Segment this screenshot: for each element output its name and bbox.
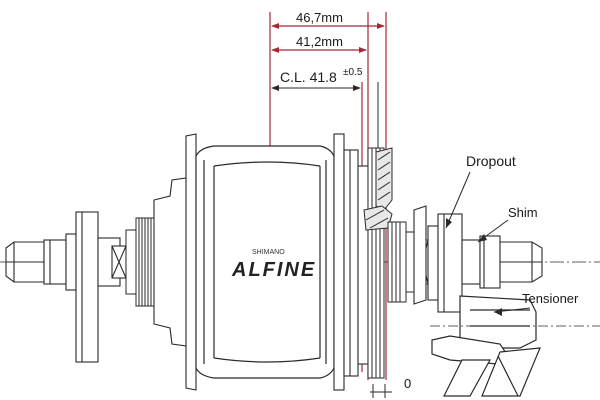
dim-arrows: [271, 23, 385, 53]
left-dropout: [75, 211, 99, 363]
dropout-leader: [445, 171, 471, 229]
dim-label-cl: C.L. 41.8: [280, 69, 337, 85]
dim-label-cl-tolerance: ±0.5: [343, 67, 363, 78]
right-flange: [333, 133, 369, 391]
dim-label-zero: 0: [404, 376, 411, 391]
dim-label-inner: 41,2mm: [296, 34, 343, 49]
callout-tensioner: Tensioner: [522, 291, 579, 306]
callout-shim: Shim: [508, 205, 538, 220]
left-locknut: [97, 237, 127, 287]
hub-shell: [195, 145, 335, 379]
brand-maker: SHIMANO: [252, 249, 285, 256]
brand-model: ALFINE: [231, 259, 316, 281]
left-flange: [153, 133, 197, 391]
sprocket: [363, 147, 393, 379]
left-axle-nut: [5, 233, 77, 291]
right-axle-nut: [461, 235, 543, 289]
right-dropout: [413, 205, 463, 313]
zero-dimension: [370, 384, 392, 398]
dim-label-outer: 46,7mm: [296, 10, 343, 25]
left-cone: [125, 217, 155, 307]
cl-dimension: [272, 82, 379, 160]
callout-dropout: Dropout: [466, 153, 516, 169]
